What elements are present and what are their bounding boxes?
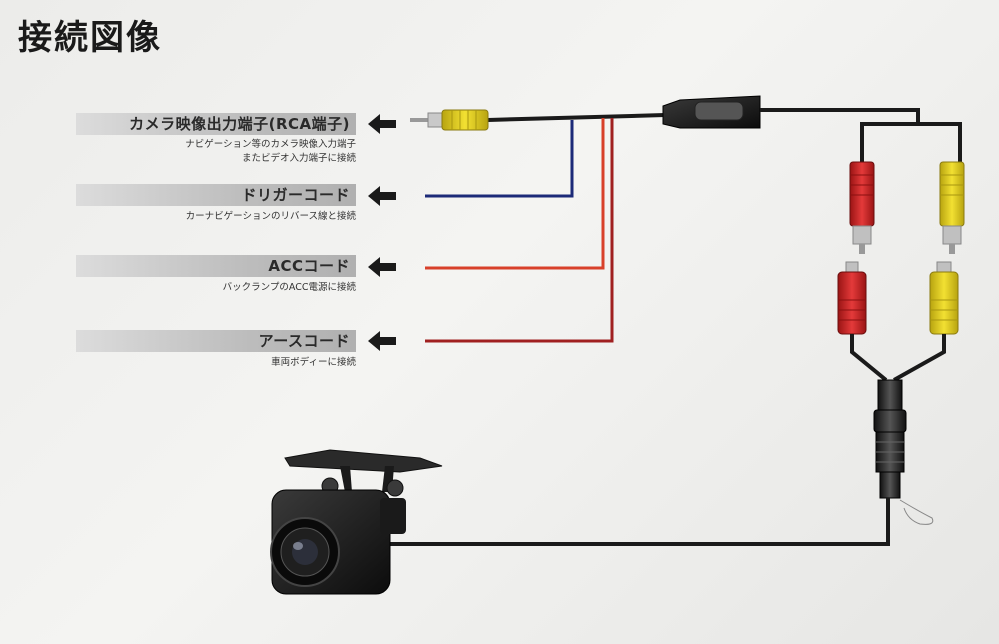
desc-camera-output-line-2: またビデオ入力端子に接続 xyxy=(241,153,356,164)
desc-acc-cord-line-1: バックランプのACC電源に接続 xyxy=(222,282,356,293)
rca-plug-icon xyxy=(929,261,959,335)
rca-plug-icon xyxy=(939,161,965,254)
desc-earth-cord-line-1: 車両ボディーに接続 xyxy=(271,357,356,368)
arrow-left-icon xyxy=(368,114,396,134)
rca-plug-icon xyxy=(837,261,867,335)
desc-earth-cord: 車両ボディーに接続 xyxy=(271,356,356,370)
page-title: 接続図像 xyxy=(18,18,162,58)
label-camera-output: カメラ映像出力端子(RCA端子) xyxy=(76,113,356,135)
desc-acc-cord: バックランプのACC電源に接続 xyxy=(223,281,356,295)
camera-icon xyxy=(270,449,443,595)
desc-trigger-cord-line-1: カーナビゲーションのリバース線と接続 xyxy=(185,211,356,222)
acc-wire xyxy=(425,118,605,270)
arrow-left-icon xyxy=(368,257,396,277)
connector-icon xyxy=(873,379,907,499)
label-earth-cord: アースコード xyxy=(76,330,356,352)
connector-icon xyxy=(662,95,761,129)
label-trigger-cord: ドリガーコード xyxy=(76,184,356,206)
trigger-wire xyxy=(425,120,574,198)
desc-trigger-cord: カーナビゲーションのリバース線と接続 xyxy=(186,210,356,224)
desc-camera-output-line-1: ナビゲーション等のカメラ映像入力端子 xyxy=(185,139,356,150)
rca-plug-icon xyxy=(849,161,875,254)
label-acc-cord: ACCコード xyxy=(76,255,356,277)
rca-plug-icon xyxy=(410,109,489,131)
arrow-left-icon xyxy=(368,186,396,206)
earth-wire xyxy=(425,118,614,343)
desc-camera-output: ナビゲーション等のカメラ映像入力端子 またビデオ入力端子に接続 xyxy=(185,138,356,166)
arrow-left-icon xyxy=(368,331,396,351)
